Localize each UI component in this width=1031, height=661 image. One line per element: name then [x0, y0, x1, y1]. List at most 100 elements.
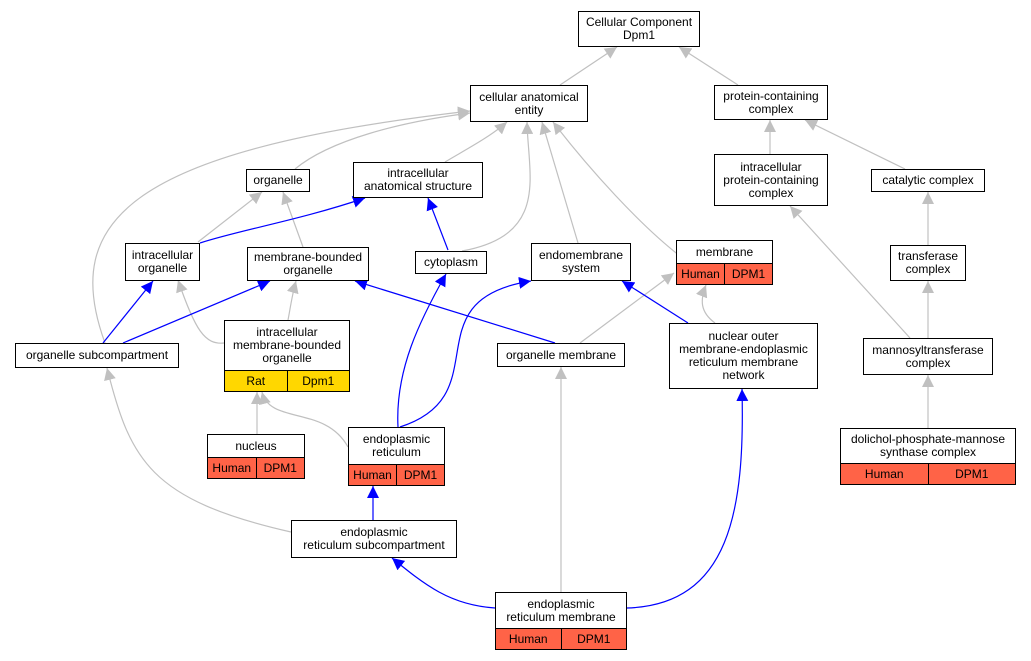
- edge-cytoplasm-ias: [426, 197, 449, 251]
- edge-endomembrane-cae: [539, 121, 579, 244]
- node-label-line: complex: [905, 262, 951, 276]
- edge-erm-nuclear: [626, 388, 749, 609]
- node-label-line: complex: [748, 101, 794, 116]
- node-label-line: reticulum membrane: [506, 609, 616, 624]
- edge-io-organelle: [197, 191, 263, 243]
- node-label-line: protein-containing: [723, 172, 819, 187]
- node-label-line: intracellular: [131, 248, 194, 262]
- species-tag: Human: [841, 464, 928, 484]
- edge-membrane-cae: [552, 121, 681, 257]
- edge-imbo-io: [176, 279, 225, 344]
- node-label-line: protein-containing: [723, 88, 819, 103]
- node-label-line: endoplasmic: [362, 432, 431, 446]
- edge-erm-ersub: [391, 557, 496, 609]
- edge-cytoplasm-cae: [461, 121, 534, 252]
- node-label-line: synthase complex: [879, 445, 977, 459]
- node-label-line: endoplasmic: [340, 525, 408, 539]
- edge-osc-cae: [92, 106, 471, 344]
- node-label-line: organelle subcompartment: [25, 348, 169, 362]
- node-label-line: membrane-bounded: [253, 250, 363, 264]
- edge-om-membrane: [579, 272, 675, 344]
- node-label-line: membrane: [695, 244, 754, 259]
- edge-catalytic-pcc: [804, 119, 906, 170]
- node-cytoplasm[interactable]: cytoplasm: [415, 251, 487, 274]
- gene-tag: DPM1: [927, 464, 1015, 484]
- node-label-line: cytoplasm: [423, 255, 479, 269]
- edge-ias-cae: [444, 121, 508, 163]
- node-label-line: reticulum subcompartment: [303, 538, 445, 552]
- node-organelle-subcompartment[interactable]: organelle subcompartment: [15, 343, 179, 368]
- node-label-line: entity: [514, 102, 544, 117]
- gene-tag: DPM1: [255, 458, 304, 478]
- node-organelle[interactable]: organelle: [246, 169, 310, 192]
- edge-er-imbo: [259, 391, 349, 448]
- node-label-line: intracellular: [740, 159, 802, 174]
- edge-io-ias: [199, 196, 366, 244]
- node-label-line: membrane-endoplasmic: [679, 342, 808, 356]
- node-label-line: organelle: [262, 351, 312, 365]
- edge-imbo-mbo: [286, 280, 299, 321]
- node-label-line: nuclear outer: [708, 329, 779, 343]
- node-label-line: reticulum membrane: [688, 355, 799, 369]
- node-label-line: endomembrane: [538, 248, 624, 262]
- edge-osc-io: [102, 280, 154, 344]
- node-label-line: nucleus: [235, 438, 277, 453]
- edge-er-endomembrane: [399, 276, 532, 428]
- edge-om-mbo: [354, 278, 556, 344]
- species-tag: Human: [496, 629, 561, 649]
- node-label-line: organelle: [137, 261, 188, 275]
- node-label-line: intracellular: [256, 325, 318, 339]
- species-tag: Human: [349, 465, 396, 485]
- node-label-line: dolichol-phosphate-mannose: [850, 432, 1006, 446]
- edge-mannosyl-ipcc: [789, 205, 911, 339]
- node-label-line: intracellular: [387, 166, 449, 180]
- edge-ersub-osc: [104, 367, 292, 533]
- node-label-line: system: [561, 261, 600, 275]
- edge-cae-root: [559, 46, 618, 86]
- node-label-line: transferase: [897, 249, 959, 263]
- node-label-line: catalytic complex: [882, 173, 974, 187]
- node-label-line: complex: [905, 355, 951, 370]
- edge-nuclear-endomembrane: [621, 280, 689, 324]
- species-tag: Human: [208, 458, 256, 478]
- node-label-line: organelle membrane: [505, 347, 617, 362]
- edge-organelle-cae: [294, 108, 471, 170]
- edge-er-cytoplasm: [397, 273, 447, 428]
- node-label-line: mannosyltransferase: [872, 342, 984, 357]
- node-label-line: organelle: [283, 263, 333, 277]
- edge-mbo-organelle: [281, 191, 304, 248]
- node-organelle-membrane[interactable]: organelle membrane: [497, 343, 625, 367]
- gene-tag: Dpm1: [286, 371, 349, 391]
- node-label-line: cellular anatomical: [479, 89, 579, 104]
- gene-tag: DPM1: [396, 465, 444, 485]
- node-catalytic-complex[interactable]: catalytic complex: [871, 169, 985, 192]
- edge-nuclear-membrane: [695, 284, 716, 324]
- node-label-line: anatomical structure: [363, 179, 473, 193]
- node-label-line: membrane-bounded: [232, 338, 342, 352]
- node-label-line: network: [722, 368, 765, 382]
- edge-pcc-root: [678, 46, 739, 86]
- node-label-line: Cellular Component: [585, 15, 693, 29]
- edge-osc-mbo: [122, 280, 271, 344]
- species-tag: Rat: [225, 371, 287, 391]
- node-label-line: Dpm1: [622, 28, 655, 42]
